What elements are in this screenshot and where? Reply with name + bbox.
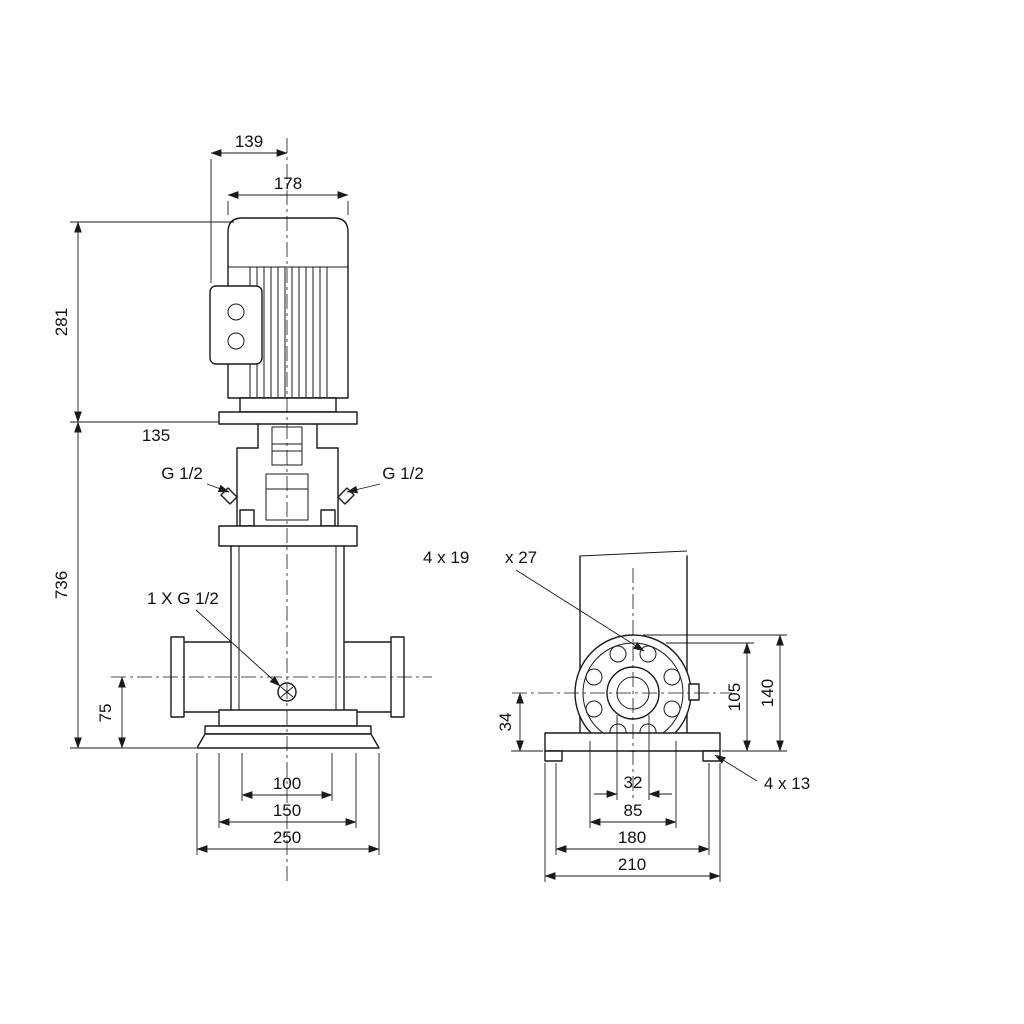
top-flange [218,525,358,547]
front-view [170,217,405,749]
bolt-hole [609,645,627,663]
gauge-tap [688,683,700,701]
staybolt-nut-left [239,509,255,527]
vent-plug-right [337,487,355,505]
dim-135-label: 135 [142,426,170,445]
shaft-seal-chamber [265,473,309,521]
dim-281-label: 281 [52,308,71,336]
dim-250-label: 250 [273,828,301,847]
pump-base [196,709,380,749]
foot-left [544,750,563,762]
dim-34-label: 34 [496,713,515,732]
dim-75-label: 75 [96,704,115,723]
side-view [544,550,721,762]
base-plate-side [544,732,721,762]
bottom-flange [218,709,358,727]
cable-entry-top [227,303,245,321]
bolt-hole-leader [515,569,645,652]
bolt-hole [663,668,681,686]
bolt-hole [639,645,657,663]
pump-head [220,447,355,527]
dim-105-label: 105 [725,683,744,711]
dim-180-label: 180 [618,828,646,847]
dim-178-label: 178 [274,174,302,193]
bolt-hole-callout-19: 4 x 19 [423,548,469,567]
base-hole-leader [714,754,758,782]
dim-85-label: 85 [624,801,643,820]
cable-entry-bottom [227,332,245,350]
dim-210-label: 210 [618,855,646,874]
dim-32-label: 32 [624,773,643,792]
staybolt-nut-right [320,509,336,527]
dim-100-label: 100 [273,774,301,793]
bolt-hole [585,700,603,718]
g12-right-leader [346,483,381,494]
dim-139-label: 139 [235,132,263,151]
g12-left-leader [206,483,230,493]
g12-right-label: G 1/2 [382,464,424,483]
pump-sleeve [218,525,358,711]
front-dimensions: 139 178 281 736 135 75 [52,132,424,855]
bolt-hole-callout-27: x 27 [505,548,537,567]
dim-140-label: 140 [758,679,777,707]
base-hole-callout-13: 4 x 13 [764,774,810,793]
dim-736-label: 736 [52,571,71,599]
terminal-box [209,285,263,365]
dim-150-label: 150 [273,801,301,820]
bolt-hole [663,700,681,718]
motor-stool [218,397,358,466]
bolt-hole [585,668,603,686]
drain-leader [195,609,281,687]
g12-left-label: G 1/2 [161,464,203,483]
side-dimensions: 4 x 19 x 27 34 105 140 32 [423,548,810,882]
centerlines [111,138,732,882]
drain-label: 1 X G 1/2 [147,589,219,608]
